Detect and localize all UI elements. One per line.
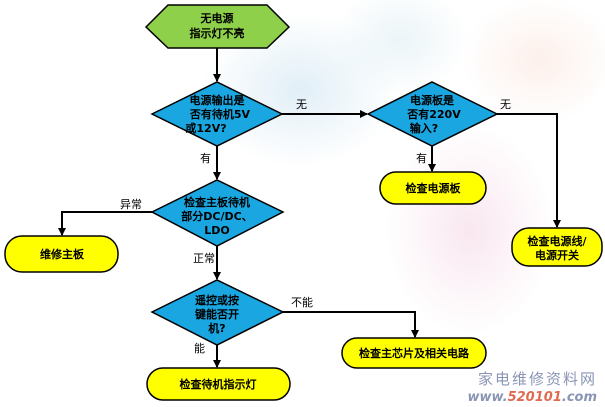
d3-text-1: 检查主板待机 [184, 195, 250, 209]
box-main-chip-text: 检查主芯片及相关电路 [359, 346, 470, 360]
start-node [144, 4, 291, 49]
box-power-cord-text-2: 电源开关 [535, 248, 579, 262]
d1-text-3: 或12V? [185, 121, 226, 135]
d3-text-2: 部分DC/DC、 [181, 209, 252, 223]
box-main-chip [341, 337, 487, 369]
box-standby-led-text: 检查待机指示灯 [180, 377, 257, 391]
box-power-cord [511, 227, 603, 267]
edge-label-d1-yes: 有 [200, 151, 211, 165]
d4-text-1: 遥控或按 [195, 293, 239, 307]
edge-label-d1-no: 无 [296, 98, 307, 111]
d3-text-3: LDO [204, 224, 230, 237]
edge-label-d3-normal: 正常 [193, 252, 215, 265]
edge-label-d4-no: 不能 [291, 295, 313, 309]
box-repair-board-text: 维修主板 [40, 247, 85, 261]
box-power-cord-text-1: 检查电源线/ [527, 234, 587, 248]
watermark-name: 家电维修资料网 [477, 370, 597, 388]
d2-text-3: 输入? [410, 121, 438, 135]
d1-text-1: 电源输出是 [190, 93, 246, 107]
edge-d3-repair [58, 211, 152, 236]
d4-text-2: 键能否开 [194, 307, 239, 321]
edge-label-d3-abnormal: 异常 [120, 198, 142, 211]
decision-power-output [150, 81, 284, 147]
d1-text-2: 否有待机5V [189, 107, 251, 121]
decision-dcdc [150, 179, 285, 247]
box-repair-board [4, 235, 119, 273]
edge-label-d4-yes: 能 [194, 341, 205, 355]
box-power-board [379, 171, 487, 205]
start-text-1: 无电源 [200, 11, 234, 25]
decision-220v [366, 81, 499, 147]
edge-label-d2-yes: 有 [416, 151, 427, 165]
start-text-2: 指示灯不亮 [190, 26, 245, 40]
edge-d4-chip [283, 311, 419, 338]
decision-power-on [150, 279, 285, 346]
d2-text-1: 电源板是 [410, 93, 455, 107]
box-power-board-text: 检查电源板 [406, 181, 462, 195]
edge-d2-cord [497, 113, 561, 228]
edge-label-d2-no: 无 [500, 98, 511, 111]
box-standby-led [146, 367, 291, 401]
watermark-url: www.520101.com [467, 390, 597, 405]
d4-text-3: 机? [208, 321, 225, 335]
d2-text-2: 否有220V [406, 107, 461, 121]
